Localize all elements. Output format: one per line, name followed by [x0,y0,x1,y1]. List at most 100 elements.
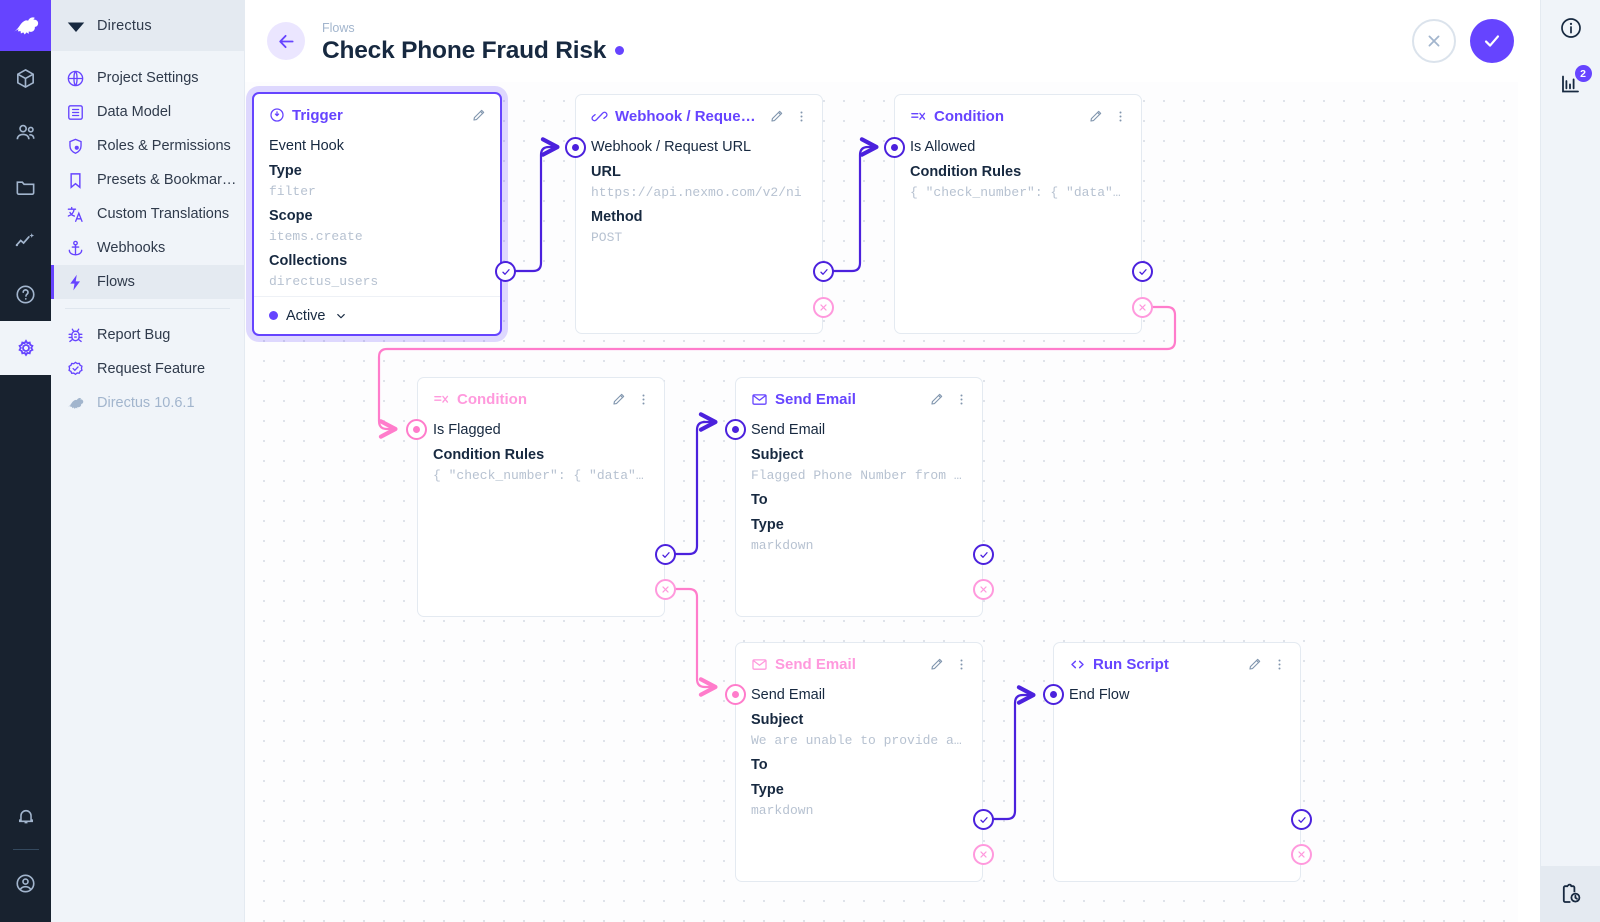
edit-pencil-icon[interactable] [471,107,487,123]
port-reject-condition-is-flagged[interactable] [655,579,676,600]
person-icon [16,873,35,893]
flow-logs-button[interactable]: 2 [1541,56,1600,112]
badge-check-icon [65,359,85,379]
page-title: Check Phone Fraud Risk [322,36,607,64]
node-name: Is Allowed [910,139,976,155]
title-row: Check Phone Fraud Risk [322,36,625,66]
sidebar-item-label: Roles & Permissions [97,138,231,154]
notifications-button[interactable] [0,789,51,843]
flow-node-webhook[interactable]: Webhook / Request U Webhook / Request UR… [575,94,823,334]
port-input-send-email-unable[interactable] [725,684,746,705]
port-resolve-webhook[interactable] [813,261,834,282]
module-settings[interactable] [0,321,51,375]
chevron-down-icon [336,313,345,318]
sidebar-item-roles-permissions[interactable]: Roles & Permissions [51,129,244,163]
edit-pencil-icon[interactable] [929,656,945,672]
sidebar-item-custom-translations[interactable]: Custom Translations [51,197,244,231]
cancel-button[interactable] [1412,19,1456,63]
dots-vertical-icon[interactable] [954,392,969,407]
sidebar-item-data-model[interactable]: Data Model [51,95,244,129]
edit-pencil-icon[interactable] [929,391,945,407]
module-help[interactable] [0,267,51,321]
field-label: Subject [751,447,804,463]
edit-pencil-icon[interactable] [611,391,627,407]
edit-pencil-icon[interactable] [769,108,785,124]
node-header: Condition [895,95,1141,137]
flow-node-condition-is-allowed[interactable]: Condition Is Allowed Condition Rules { "… [894,94,1142,334]
flow-node-trigger[interactable]: Trigger Event Hook Type filter Scope ite… [252,92,502,336]
field-value: directus_users [269,274,379,289]
node-header: Send Email [736,378,982,420]
trigger-status-dropdown[interactable]: Active [254,296,500,334]
code-brackets-icon [1069,656,1086,673]
account-button[interactable] [0,856,51,910]
back-button[interactable] [267,22,305,60]
node-type-label: Run Script [1093,655,1169,673]
save-button[interactable] [1470,19,1514,63]
dots-vertical-icon[interactable] [1272,657,1287,672]
sidebar-item-flows[interactable]: Flows [51,265,244,299]
port-reject-webhook[interactable] [813,297,834,318]
sidebar-item-webhooks[interactable]: Webhooks [51,231,244,265]
node-type-label: Send Email [775,390,856,408]
port-resolve-condition-is-flagged[interactable] [655,544,676,565]
directus-logo[interactable] [0,0,51,51]
port-resolve-run-script[interactable] [1291,809,1312,830]
sidebar-item-request-feature[interactable]: Request Feature [51,352,244,386]
flow-canvas[interactable]: Trigger Event Hook Type filter Scope ite… [245,60,1518,922]
sidebar-item-report-bug[interactable]: Report Bug [51,318,244,352]
field-value: markdown [751,803,814,818]
node-tools [929,656,969,672]
flow-info-button[interactable] [1541,0,1600,56]
bookmark-icon [65,170,85,190]
port-input-webhook[interactable] [565,137,586,158]
port-resolve-send-email-unable[interactable] [973,809,994,830]
check-icon [1297,816,1306,823]
bug-icon [65,325,85,345]
field-value: items.create [269,229,363,244]
sidebar-item-project-settings[interactable]: Project Settings [51,61,244,95]
port-reject-condition-is-allowed[interactable] [1132,297,1153,318]
sidebar-item-presets-bookmarks[interactable]: Presets & Bookmar… [51,163,244,197]
dots-vertical-icon[interactable] [1113,109,1128,124]
flow-node-condition-is-flagged[interactable]: Condition Is Flagged Condition Rules { "… [417,377,665,617]
field-value: Flagged Phone Number from … [751,468,962,483]
module-files[interactable] [0,159,51,213]
port-input-condition-is-flagged[interactable] [406,419,427,440]
port-resolve-send-email-flagged[interactable] [973,544,994,565]
dots-vertical-icon[interactable] [794,109,809,124]
port-reject-send-email-unable[interactable] [973,844,994,865]
field-value: markdown [751,538,814,553]
header-actions [1412,19,1518,63]
envelope-icon [751,391,768,408]
node-header: Trigger [254,94,500,136]
module-users[interactable] [0,105,51,159]
sidebar-item-label: Report Bug [97,327,171,343]
port-input-send-email-flagged[interactable] [725,419,746,440]
port-input-run-script[interactable] [1043,684,1064,705]
breadcrumb[interactable]: Flows [322,20,355,35]
module-insights[interactable] [0,213,51,267]
flow-node-run-script[interactable]: Run Script End Flow [1053,642,1301,882]
flow-node-send-email-unable[interactable]: Send Email Send Email Subject We are una… [735,642,983,882]
port-resolve-condition-is-allowed[interactable] [1132,261,1153,282]
sidebar-item-label: Data Model [97,104,172,120]
port-reject-send-email-flagged[interactable] [973,579,994,600]
dots-vertical-icon[interactable] [954,657,969,672]
module-content[interactable] [0,51,51,105]
port-resolve-trigger[interactable] [495,261,516,282]
field-value: https://api.nexmo.com/v2/ni [591,185,802,200]
dots-vertical-icon[interactable] [636,392,651,407]
node-type-label: Send Email [775,655,856,673]
flow-node-send-email-flagged[interactable]: Send Email Send Email Subject Flagged Ph… [735,377,983,617]
node-body: Event Hook Type filter Scope items.creat… [254,136,500,292]
project-header[interactable]: Directus [51,0,244,51]
node-tools [471,107,487,123]
activity-log-button[interactable] [1540,866,1600,922]
port-input-condition-is-allowed[interactable] [884,137,905,158]
edit-pencil-icon[interactable] [1088,108,1104,124]
edit-pencil-icon[interactable] [1247,656,1263,672]
port-reject-run-script[interactable] [1291,844,1312,865]
field-label: Type [269,163,302,179]
